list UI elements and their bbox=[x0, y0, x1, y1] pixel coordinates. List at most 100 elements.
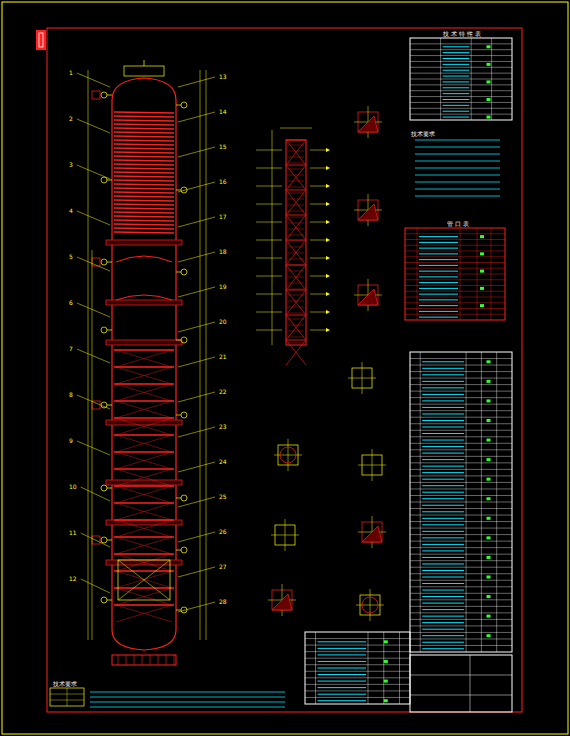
stroke bbox=[114, 417, 174, 418]
cell-mark bbox=[487, 399, 491, 402]
stroke bbox=[422, 616, 464, 617]
stroke bbox=[443, 81, 470, 82]
callout-number: 27 bbox=[218, 564, 228, 570]
stroke bbox=[288, 307, 304, 308]
stroke bbox=[443, 70, 470, 71]
outline bbox=[106, 420, 182, 425]
cell-mark bbox=[487, 63, 491, 66]
tables bbox=[305, 38, 512, 712]
stroke bbox=[286, 265, 306, 290]
weld-section bbox=[358, 116, 378, 132]
stroke bbox=[422, 596, 464, 597]
stroke bbox=[422, 394, 464, 395]
arrow-mark bbox=[326, 238, 330, 242]
stroke bbox=[443, 111, 470, 112]
stroke bbox=[422, 622, 464, 623]
stroke bbox=[114, 468, 174, 469]
stroke bbox=[256, 150, 282, 151]
stroke bbox=[288, 301, 304, 302]
arrow-mark bbox=[326, 292, 330, 296]
stroke bbox=[88, 70, 89, 640]
stroke bbox=[286, 215, 306, 240]
stroke bbox=[422, 427, 464, 428]
stroke bbox=[286, 190, 306, 215]
stroke bbox=[114, 120, 174, 121]
stroke bbox=[116, 384, 172, 401]
stroke bbox=[410, 73, 512, 74]
outline bbox=[106, 340, 182, 345]
stroke bbox=[443, 76, 470, 77]
stroke bbox=[422, 531, 464, 532]
stroke bbox=[116, 503, 172, 520]
stroke bbox=[419, 259, 458, 260]
stroke bbox=[286, 265, 306, 290]
stroke bbox=[415, 154, 500, 155]
stroke bbox=[176, 550, 181, 551]
nozzle bbox=[101, 92, 107, 98]
stroke bbox=[116, 571, 172, 588]
stroke bbox=[178, 497, 215, 507]
stroke bbox=[422, 387, 464, 388]
cell-mark bbox=[487, 98, 491, 101]
stroke bbox=[178, 322, 215, 332]
stroke bbox=[370, 589, 371, 621]
stroke bbox=[116, 486, 172, 503]
stroke bbox=[410, 49, 512, 50]
stroke bbox=[116, 350, 172, 367]
stroke bbox=[310, 294, 326, 295]
stroke bbox=[422, 537, 464, 538]
nozzle bbox=[181, 412, 187, 418]
stroke bbox=[362, 362, 363, 394]
stroke bbox=[288, 235, 304, 236]
stroke bbox=[410, 114, 512, 115]
stroke bbox=[288, 151, 304, 152]
stroke bbox=[422, 374, 464, 375]
callout-number: 8 bbox=[68, 392, 74, 398]
table-heading: 技术要求 bbox=[410, 131, 436, 137]
stroke bbox=[310, 258, 326, 259]
stroke bbox=[107, 330, 112, 331]
stroke bbox=[134, 655, 135, 665]
outline bbox=[410, 655, 512, 712]
stroke bbox=[77, 395, 110, 409]
callout-number: 22 bbox=[218, 389, 228, 395]
stroke bbox=[443, 99, 470, 100]
stroke bbox=[443, 46, 470, 47]
cell-mark bbox=[487, 536, 491, 539]
table-heading: 管 口 表 bbox=[446, 221, 470, 227]
stroke bbox=[443, 87, 470, 88]
arrow-mark bbox=[326, 256, 330, 260]
stroke bbox=[77, 73, 110, 87]
stroke bbox=[422, 466, 464, 467]
stroke bbox=[286, 315, 306, 340]
stroke bbox=[77, 165, 110, 179]
stroke bbox=[114, 124, 174, 125]
stroke bbox=[318, 687, 367, 688]
outline bbox=[106, 520, 182, 525]
stroke bbox=[405, 308, 505, 309]
stroke bbox=[114, 148, 174, 149]
stroke bbox=[318, 661, 367, 662]
stroke bbox=[422, 511, 464, 512]
outline bbox=[92, 401, 100, 409]
stroke bbox=[288, 181, 304, 182]
stroke bbox=[114, 366, 174, 367]
stroke bbox=[422, 583, 464, 584]
stroke bbox=[114, 168, 174, 169]
stroke bbox=[288, 313, 304, 314]
stroke bbox=[443, 52, 470, 53]
stroke bbox=[419, 282, 458, 283]
stroke bbox=[422, 492, 464, 493]
stroke bbox=[114, 220, 174, 221]
nozzle bbox=[181, 337, 187, 343]
stroke bbox=[470, 655, 471, 712]
stroke bbox=[286, 165, 306, 190]
stroke bbox=[92, 250, 93, 640]
stroke bbox=[114, 180, 174, 181]
stroke bbox=[288, 241, 304, 242]
stroke bbox=[305, 690, 410, 691]
stroke bbox=[422, 446, 464, 447]
stroke bbox=[90, 692, 285, 693]
callout-number: 10 bbox=[68, 484, 78, 490]
